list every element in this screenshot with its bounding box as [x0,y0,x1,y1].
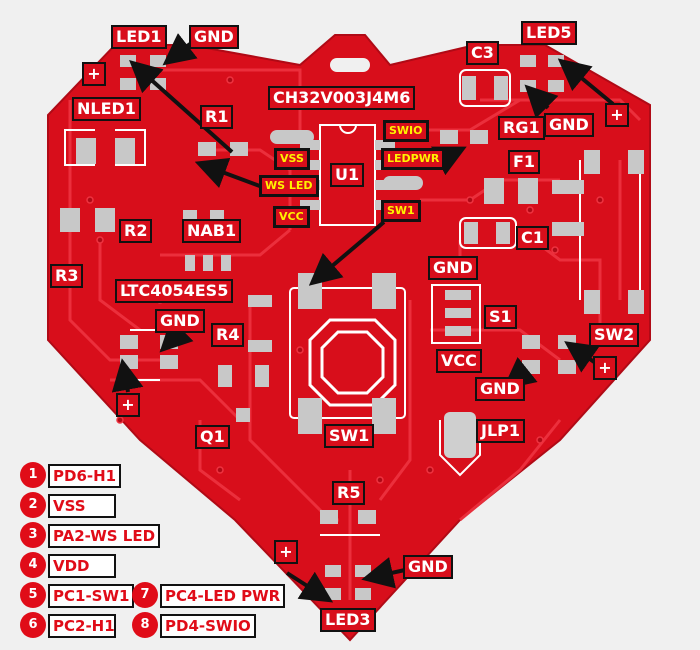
label-ledpwr: LEDPWR [381,148,446,170]
pin-number: 1 [20,462,46,488]
pin-number: 4 [20,552,46,578]
label-c1: C1 [516,226,549,250]
label-nled1: NLED1 [72,97,141,121]
pin-label: PD4-SWIO [160,614,256,638]
label-r3: R3 [50,264,84,288]
label-s1: S1 [484,305,517,329]
pin-label: PD6-H1 [48,464,122,488]
label-gnd-rg1: GND [544,113,594,137]
label-vss: VSS [274,148,310,170]
label-u1: U1 [330,163,365,187]
label-gnd-led1: GND [189,25,239,49]
pin-number: 7 [132,582,158,608]
label-r2: R2 [119,219,153,243]
label-plus-led3: + [274,540,298,564]
label-q1: Q1 [195,425,230,449]
label-led1: LED1 [111,25,167,49]
label-plus-left: + [116,393,140,417]
label-ws-led: WS LED [259,175,319,197]
pin-label: PA2-WS LED [48,524,161,548]
label-plus-nled1: + [82,62,106,86]
label-r4: R4 [211,323,245,347]
label-r1: R1 [200,105,234,129]
pin-number: 8 [132,612,158,638]
label-swio: SWIO [383,120,429,142]
label-vcc-pin: VCC [273,206,310,228]
label-rg1: RG1 [498,116,545,140]
label-gnd-led3: GND [403,555,453,579]
label-r5: R5 [332,481,366,505]
label-vcc-s1: VCC [436,349,482,373]
label-sw1-pin: SW1 [381,200,421,222]
pin-label: PC1-SW1 [48,584,135,608]
label-plus-sw2: + [593,356,617,380]
label-led3: LED3 [320,608,376,632]
label-gnd-charger: GND [155,309,205,333]
label-gnd-sw2: GND [475,377,525,401]
pin-label: PC4-LED PWR [160,584,286,608]
pin-label: PC2-H1 [48,614,116,638]
label-nab1: NAB1 [182,219,242,243]
pin-number: 2 [20,492,46,518]
pin-label: VDD [48,554,116,578]
sw1-pads [298,273,396,434]
label-led5: LED5 [521,21,577,45]
label-f1: F1 [508,150,541,174]
label-jlp1: JLP1 [476,419,526,443]
label-c3: C3 [466,41,499,65]
pin-number: 6 [20,612,46,638]
label-sw2: SW2 [589,323,640,347]
label-mcu: CH32V003J4M6 [268,86,416,110]
pin-number: 3 [20,522,46,548]
label-gnd-s1: GND [428,256,478,280]
pin-number: 5 [20,582,46,608]
label-ltc4054: LTC4054ES5 [115,279,234,303]
pin-label: VSS [48,494,116,518]
hanger-hole [330,58,370,72]
label-plus-led5: + [605,103,629,127]
label-sw1: SW1 [324,424,375,448]
